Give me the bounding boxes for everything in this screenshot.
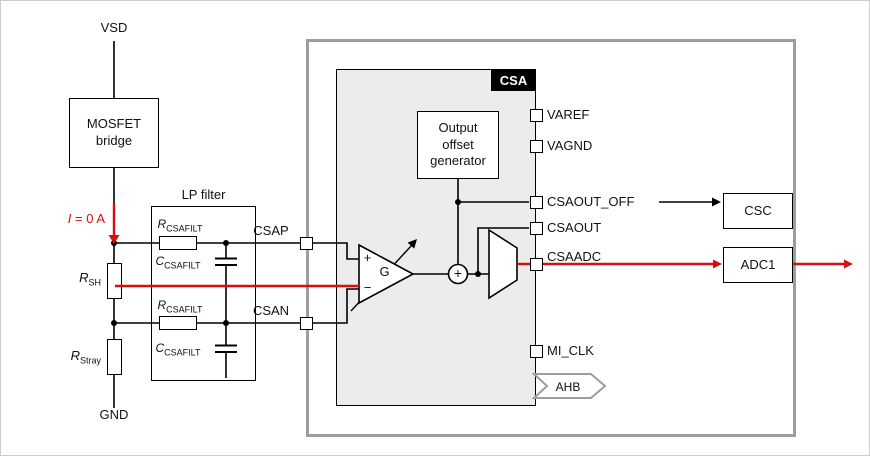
offset-gen-label-line3: generator: [430, 153, 486, 169]
amp-plus-label: +: [363, 250, 372, 265]
current-symbol: I: [67, 211, 72, 226]
pin-label-varef: VAREF: [547, 107, 590, 122]
rsh-symbol: R: [79, 270, 89, 285]
resistor-rstray: [106, 339, 122, 375]
rsh-subscript: SH: [88, 277, 101, 288]
red-arrowhead-adc1: [713, 259, 722, 269]
capacitor-plates: [215, 257, 237, 353]
pin-mi-clk: [529, 344, 543, 358]
rstray-subscript: Stray: [79, 355, 101, 366]
sum-plus-label: +: [453, 265, 463, 281]
csc-block: CSC: [723, 193, 793, 229]
current-zero-label: I = 0 A: [47, 212, 105, 226]
pin-csaadc: [529, 257, 543, 271]
pin-csan: [299, 316, 313, 330]
csa-title-tag: CSA: [491, 69, 536, 91]
adc1-label: ADC1: [740, 256, 776, 272]
pin-label-csaadc: CSAADC: [547, 249, 602, 264]
ccsafilt-bottom-subscript: CSAFILT: [164, 347, 201, 358]
mux-trapezoid: [488, 228, 518, 300]
amp-gain-label: G: [379, 264, 390, 279]
rstray-label: RStray: [35, 349, 101, 368]
current-arrowhead: [108, 235, 120, 244]
mosfet-bridge-label-line2: bridge: [95, 133, 133, 148]
csa-title-label: CSA: [499, 72, 528, 88]
pin-label-csaout-off: CSAOUT_OFF: [547, 194, 635, 209]
current-value: = 0 A: [71, 211, 105, 226]
ccsafilt-bottom-symbol: C: [155, 341, 165, 355]
dot-csaout-branch: [475, 271, 481, 277]
resistor-rcsafilt-bottom: [159, 316, 197, 330]
ccsafilt-top-symbol: C: [155, 254, 165, 268]
rcsafilt-top-symbol: R: [157, 217, 167, 231]
pin-csap: [299, 236, 313, 250]
ahb-label: AHB: [555, 380, 581, 394]
rcsafilt-bottom-label: RCSAFILT: [149, 298, 211, 316]
ccsafilt-top-subscript: CSAFILT: [164, 260, 201, 271]
wire-csap: [114, 242, 359, 260]
pin-varef: [529, 108, 543, 122]
amplifier-triangle: [358, 243, 415, 305]
wire-csan: [114, 288, 359, 324]
vsd-label: VSD: [100, 20, 128, 35]
adc1-block: ADC1: [723, 247, 793, 283]
rcsafilt-bottom-symbol: R: [157, 298, 167, 312]
pin-vagnd: [529, 139, 543, 153]
lp-filter-box: [151, 206, 256, 381]
amp-minus-label: −: [363, 280, 372, 295]
pin-label-vagnd: VAGND: [547, 138, 593, 153]
offset-gen-label-line2: offset: [442, 136, 474, 152]
dot-cap-top: [223, 240, 229, 246]
red-arrowhead-exit: [844, 259, 853, 269]
rstray-symbol: R: [70, 348, 80, 363]
rsh-label: RSH: [47, 271, 101, 290]
lp-filter-title: LP filter: [181, 187, 226, 202]
rcsafilt-bottom-subscript: CSAFILT: [166, 304, 203, 315]
wire-csaout: [477, 227, 529, 274]
csc-arrowhead: [712, 197, 721, 207]
csap-label: CSAP: [253, 223, 289, 238]
ccsafilt-bottom-label: CCSAFILT: [147, 341, 209, 359]
dot-csan-tap: [111, 320, 117, 326]
rcsafilt-top-label: RCSAFILT: [149, 217, 211, 235]
resistor-rcsafilt-top: [159, 236, 197, 250]
pin-csaout-off: [529, 195, 543, 209]
rcsafilt-top-subscript: CSAFILT: [166, 223, 203, 234]
pin-label-csaout: CSAOUT: [547, 220, 602, 235]
pin-csaout: [529, 221, 543, 235]
mosfet-bridge-label-line1: MOSFET: [86, 116, 142, 132]
ccsafilt-top-label: CCSAFILT: [147, 254, 209, 272]
offset-gen-label-line1: Output: [438, 119, 478, 135]
ahb-bus-arrow: [531, 373, 607, 399]
summing-junction: [447, 263, 469, 285]
gnd-label: GND: [99, 407, 129, 422]
pin-label-mi-clk: MI_CLK: [547, 343, 594, 358]
dot-offset-branch: [455, 199, 461, 205]
dot-cap-bot: [223, 320, 229, 326]
resistor-rsh: [106, 263, 122, 299]
gain-arrowhead: [407, 239, 417, 249]
output-offset-generator-block: Output offset generator: [417, 111, 499, 179]
csc-label: CSC: [744, 202, 772, 218]
csan-label: CSAN: [252, 303, 290, 318]
mosfet-bridge-block: MOSFET bridge: [69, 98, 159, 168]
